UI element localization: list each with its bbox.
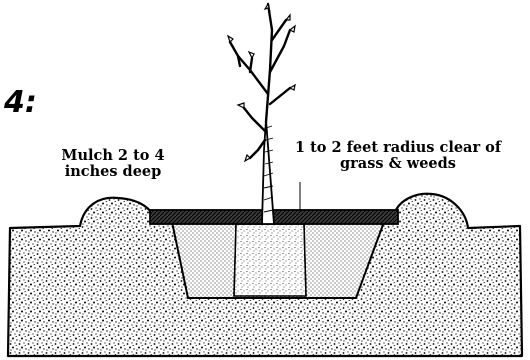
tree-trunk: [262, 120, 274, 224]
tree-branches: [230, 4, 290, 158]
clear-radius-label: 1 to 2 feet radius clear of grass & weed…: [276, 140, 520, 172]
mulch-depth-label: Mulch 2 to 4 inches deep: [38, 148, 188, 180]
step-number: 4:: [4, 88, 37, 118]
root-ball: [234, 224, 306, 296]
